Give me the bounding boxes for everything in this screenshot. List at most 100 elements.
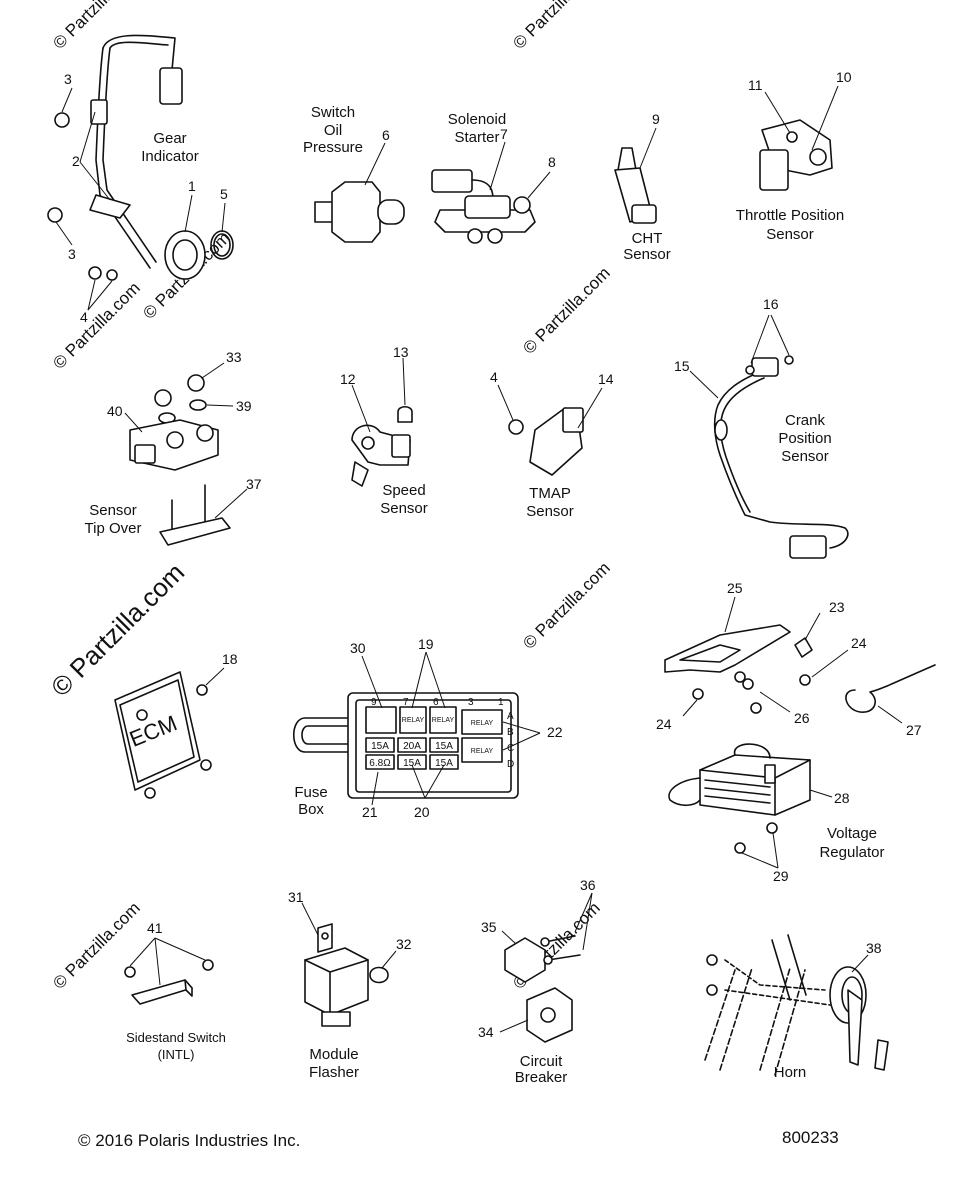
- caption-circuit-breaker: Circuit: [520, 1053, 563, 1070]
- callout-36: 36: [580, 877, 596, 893]
- callout-18: 18: [222, 651, 238, 667]
- caption-speed-sensor: Sensor: [380, 500, 428, 517]
- fuse: [429, 754, 459, 770]
- callout-39: 39: [236, 398, 252, 414]
- row-letter: D: [507, 759, 514, 770]
- caption-cht-sensor: Sensor: [623, 246, 671, 263]
- callout-30: 30: [350, 640, 366, 656]
- screw-icon: [734, 671, 746, 683]
- caption-throttle-position-sensor: Sensor: [766, 226, 814, 243]
- callout-37: 37: [246, 476, 262, 492]
- caption-circuit-breaker: Breaker: [515, 1069, 568, 1086]
- caption-crank-position-sensor: Sensor: [781, 448, 829, 465]
- slot-number: 7: [403, 697, 409, 708]
- caption-cht-sensor: CHT: [632, 230, 663, 247]
- callout-7: 7: [500, 126, 508, 142]
- bracket-group: 25 23 24 24 26 27: [656, 580, 936, 738]
- caption-fuse-box: Fuse: [294, 784, 327, 801]
- callout-27: 27: [906, 722, 922, 738]
- harness-clip: [90, 99, 108, 125]
- caption-tmap-sensor: Sensor: [526, 503, 574, 520]
- fuse: [365, 737, 395, 753]
- screw-icon: [200, 759, 212, 771]
- throttle-position-sensor-group: 11 10 Throttle Position Sensor: [736, 69, 852, 243]
- screw-icon: [799, 674, 811, 686]
- callout-8: 8: [548, 154, 556, 170]
- caption-tmap-sensor: TMAP: [529, 485, 571, 502]
- fuse-slot: [365, 706, 397, 734]
- horn-frame: [704, 967, 806, 1076]
- solenoid-starter-group: 7 8 Solenoid Starter: [431, 111, 556, 244]
- fuse-box-group: RELAY RELAY RELAY RELAY 15A 20A 15A 6.8Ω…: [292, 636, 563, 820]
- callout-2: 2: [72, 153, 80, 169]
- caption-voltage-regulator: Regulator: [819, 844, 884, 861]
- fuse-label: 15A: [403, 758, 421, 769]
- gear-indicator-group: 3 2 1 5 3 4 Gear Indicator: [47, 34, 234, 325]
- bolt-icon: [397, 405, 413, 423]
- caption-solenoid-starter: Solenoid: [448, 111, 506, 128]
- slot-number: 3: [468, 697, 474, 708]
- relay-label: RELAY: [471, 720, 494, 727]
- bolt-icon: [706, 954, 718, 966]
- nut-icon: [154, 389, 172, 407]
- sidestand-switch-group: 41 Sidestand Switch (INTL): [124, 920, 226, 1062]
- callout-34: 34: [478, 1024, 494, 1040]
- callout-25: 25: [727, 580, 743, 596]
- fuse-label: 6.8Ω: [369, 758, 391, 769]
- caption-crank-position-sensor: Crank: [785, 412, 826, 429]
- relay-label: RELAY: [432, 717, 455, 724]
- horn-group: 38 Horn: [704, 934, 889, 1081]
- caption-solenoid-starter: Starter: [454, 129, 499, 146]
- oil-pressure-switch: [331, 181, 381, 243]
- horn-bracket: [847, 989, 863, 1066]
- speed-sensor-group: 12 13 Speed Sensor: [340, 344, 428, 517]
- caption-fuse-box: Box: [298, 801, 324, 818]
- screw-icon: [136, 709, 148, 721]
- callout-24: 24: [851, 635, 867, 651]
- caption-sidestand-switch: (INTL): [158, 1047, 195, 1062]
- tmap-sensor-group: 4 14 TMAP Sensor: [490, 369, 614, 520]
- callout-21: 21: [362, 804, 378, 820]
- callout-14: 14: [598, 371, 614, 387]
- screw-icon: [202, 959, 214, 971]
- fuse-label: 15A: [435, 741, 453, 752]
- callout-41: 41: [147, 920, 163, 936]
- watermark: © Partzilla.com: [519, 263, 613, 357]
- caption-switch-oil-pressure: Switch: [311, 104, 355, 121]
- screw-icon: [734, 842, 746, 854]
- caption-gear-indicator: Indicator: [141, 148, 199, 165]
- screw-icon: [369, 966, 389, 984]
- screw-icon: [766, 822, 778, 834]
- sidestand-switch: [131, 979, 193, 1005]
- callout-11: 11: [748, 77, 763, 93]
- module-flasher: [304, 947, 369, 1016]
- relay-label: RELAY: [471, 748, 494, 755]
- relay: [429, 706, 457, 734]
- caption-throttle-position-sensor: Throttle Position: [736, 207, 844, 224]
- caption-sensor-tip-over: Tip Over: [85, 520, 142, 537]
- caption-speed-sensor: Speed: [382, 482, 425, 499]
- horn-tab: [874, 1039, 889, 1071]
- bolt-icon: [508, 419, 524, 435]
- crank-sensor-harness: [713, 371, 849, 549]
- bolt-icon: [544, 935, 581, 961]
- bolt-icon: [745, 365, 755, 375]
- callout-24: 24: [656, 716, 672, 732]
- relay: [461, 709, 503, 735]
- callout-38: 38: [866, 940, 882, 956]
- fuse-label: 15A: [435, 758, 453, 769]
- callout-6: 6: [382, 127, 390, 143]
- solenoid-body: [464, 195, 511, 219]
- ecm-module: [114, 671, 201, 791]
- caption-sidestand-switch: Sidestand Switch: [126, 1030, 226, 1045]
- callout-29: 29: [773, 868, 789, 884]
- callout-10: 10: [836, 69, 852, 85]
- voltage-regulator-group: 28 29 Voltage Regulator: [668, 743, 885, 884]
- relay: [399, 706, 427, 734]
- callout-22: 22: [547, 724, 563, 740]
- callout-31: 31: [288, 889, 304, 905]
- callout-32: 32: [396, 936, 412, 952]
- row-letter: B: [507, 727, 514, 738]
- caption-sensor-tip-over: Sensor: [89, 502, 137, 519]
